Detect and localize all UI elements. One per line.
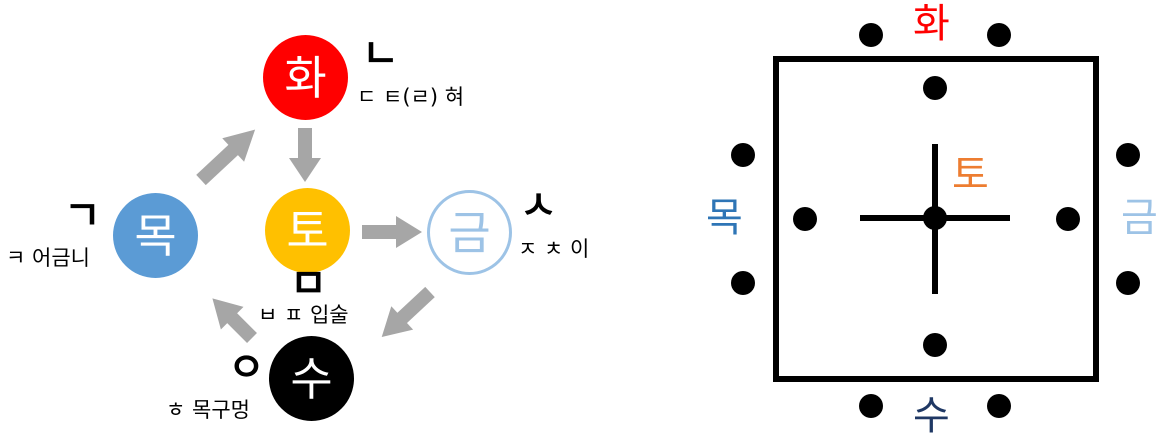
node-metal-consonant: ㅅ <box>520 183 557 229</box>
dot-right-upper-outer <box>1116 143 1140 167</box>
dot-top-left-outer <box>859 23 883 47</box>
node-earth-caption: ㅂ ㅍ 입술 <box>258 303 349 327</box>
node-wood-label: 목 <box>134 208 177 263</box>
node-wood-consonant: ㄱ <box>64 193 101 239</box>
arrow-group <box>196 128 435 343</box>
arrow-fire-to-earth <box>289 128 321 182</box>
dot-right-lower-outer <box>1116 271 1140 295</box>
square-label-top: 화 <box>913 1 950 47</box>
dot-top-inner <box>923 76 947 100</box>
node-fire-consonant: ㄴ <box>362 31 399 77</box>
dot-left-upper-outer <box>731 143 755 167</box>
node-wood-caption: ㅋ 어금니 <box>6 246 90 270</box>
node-water-label: 수 <box>290 351 333 406</box>
square-diagram <box>731 23 1140 418</box>
dot-top-right-outer <box>987 23 1011 47</box>
node-earth-consonant: ㅁ <box>290 261 327 307</box>
arrow-wood-to-fire <box>196 129 256 186</box>
node-metal-label: 금 <box>448 205 491 260</box>
node-metal-circle: 금 <box>427 190 512 275</box>
dot-left-inner <box>793 207 817 231</box>
cycle-arrows <box>196 128 435 343</box>
square-label-bottom: 수 <box>913 393 950 439</box>
node-fire-label: 화 <box>284 50 327 105</box>
arrow-metal-to-water <box>381 286 435 338</box>
node-fire-caption: ㄷ ㅌ(ㄹ) 혀 <box>357 85 465 109</box>
node-water-consonant: ㅇ <box>228 345 265 391</box>
dot-left-lower-outer <box>731 271 755 295</box>
dot-bottom-inner <box>923 333 947 357</box>
node-water-circle: 수 <box>269 336 354 421</box>
dot-bottom-right-outer <box>987 394 1011 418</box>
square-label-center: 토 <box>952 152 989 198</box>
arrow-water-to-wood <box>212 298 257 343</box>
dot-right-inner <box>1056 207 1080 231</box>
node-earth-label: 토 <box>286 203 329 258</box>
square-label-left: 목 <box>706 195 743 241</box>
node-metal-caption: ㅈ ㅊ 이 <box>518 237 590 261</box>
dot-bottom-left-outer <box>859 394 883 418</box>
square-label-right: 금 <box>1121 195 1158 241</box>
node-fire-circle: 화 <box>263 35 348 120</box>
node-earth-circle: 토 <box>265 188 350 273</box>
square-frame <box>773 56 1099 382</box>
arrow-earth-to-metal <box>362 216 422 248</box>
node-wood-circle: 목 <box>113 193 198 278</box>
node-water-caption: ㅎ 목구멍 <box>166 398 250 422</box>
dot-center <box>923 206 947 230</box>
